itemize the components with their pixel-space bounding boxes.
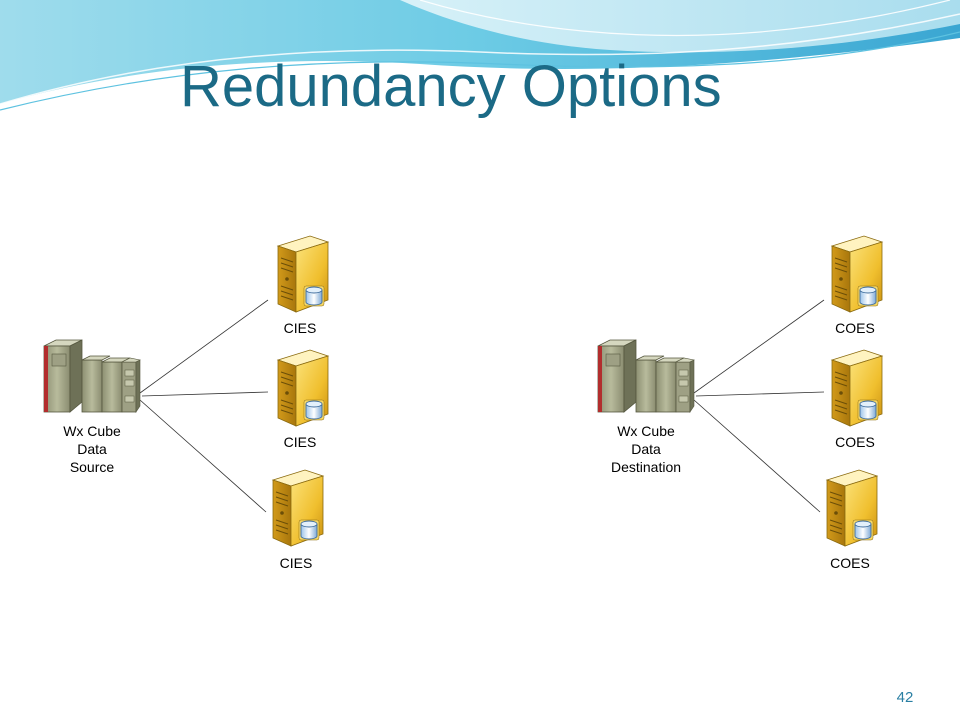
slide-title: Redundancy Options — [180, 54, 722, 119]
connector-destination-bottom — [693, 399, 821, 513]
source-cluster: Wx Cube Data Source CIES CIES CIES — [43, 235, 329, 571]
coes-node-label-1: COES — [835, 320, 875, 336]
coes-node-label-3: COES — [830, 555, 870, 571]
destination-cluster: Wx Cube Data Destination COES COES COES — [597, 235, 883, 571]
connector-source-middle — [141, 391, 269, 397]
connector-destination-top — [693, 299, 825, 394]
page-number: 42 — [896, 689, 914, 706]
server-database-icon — [272, 469, 324, 547]
cies-node-label-3: CIES — [280, 555, 313, 571]
source-hub-label-line1: Wx Cube — [63, 423, 121, 439]
server-database-icon — [831, 235, 883, 313]
server-database-icon — [277, 235, 329, 313]
mainframe-icon — [597, 339, 695, 413]
destination-hub-label-line3: Destination — [611, 459, 681, 475]
connector-destination-middle — [695, 391, 825, 397]
destination-hub-label-line1: Wx Cube — [617, 423, 675, 439]
cies-node-label-1: CIES — [284, 320, 317, 336]
connector-source-bottom — [139, 399, 267, 513]
server-database-icon — [831, 349, 883, 427]
connector-lines — [139, 299, 825, 513]
source-hub-label-line2: Data — [77, 441, 107, 457]
mainframe-icon — [43, 339, 141, 413]
source-hub-label-line3: Source — [70, 459, 115, 475]
server-database-icon — [277, 349, 329, 427]
destination-hub-label-line2: Data — [631, 441, 661, 457]
coes-node-label-2: COES — [835, 434, 875, 450]
cies-node-label-2: CIES — [284, 434, 317, 450]
server-database-icon — [826, 469, 878, 547]
header-banner — [0, 0, 960, 111]
connector-source-top — [139, 299, 269, 394]
